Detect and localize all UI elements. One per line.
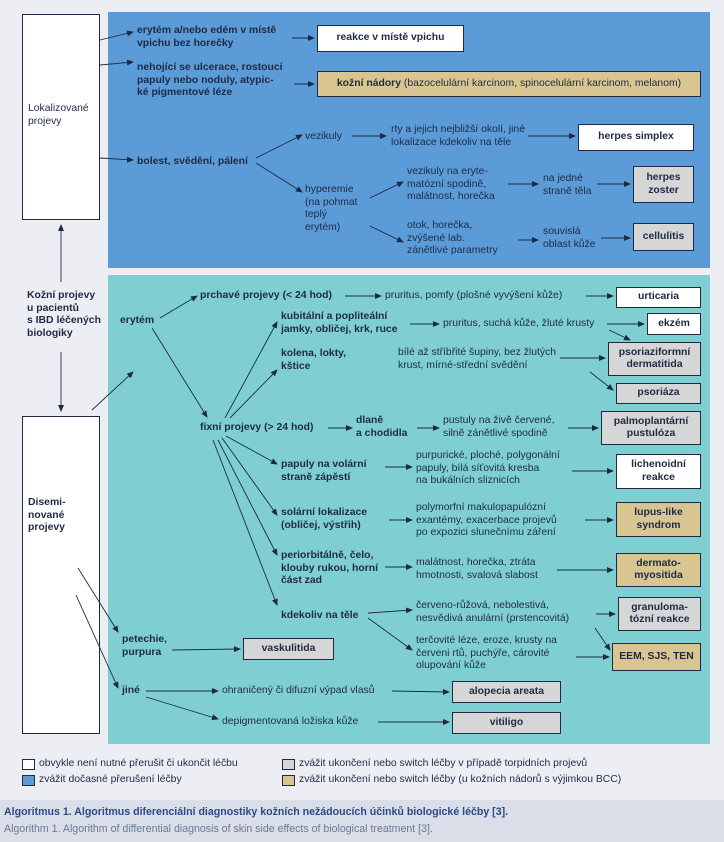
- arrow-other-depig: [145, 696, 219, 721]
- dis-transient: prchavé projevy (< 24 hod): [200, 290, 332, 301]
- disseminated-side-box: [22, 416, 100, 734]
- dis-depig: depigmentovaná ložiska kůže: [222, 716, 359, 727]
- loc-continuous: souvislá oblast kůže: [543, 226, 596, 250]
- box-herpes-zoster: herpes zoster: [633, 166, 694, 203]
- dis-solar-desc: polymorfní makulopapulózní exantémy, exa…: [416, 502, 557, 538]
- box-dermatomyositis: dermato- myositida: [616, 553, 701, 587]
- loc-pain-text: bolest, svědění, pálení: [137, 156, 248, 167]
- arrow-ery-transient: [159, 295, 198, 319]
- box-lupus: lupus-like syndrom: [616, 502, 701, 537]
- arrow-anywhere-desc1: [367, 607, 413, 614]
- loc-injection-text: erytém a/nebo edém v místě vpichu bez ho…: [137, 25, 277, 49]
- label-disseminated: Disemi- nované projevy: [28, 497, 66, 533]
- dis-anywhere-desc1: červeno-růžová, nebolestivá, nesvědivá a…: [416, 600, 570, 624]
- loc-hyp-desc1: vezikuly na eryte- matózní spodině, malá…: [407, 166, 495, 202]
- box-cellulitis: cellulitis: [633, 223, 694, 251]
- arrow-pain-hyperemia: [255, 162, 303, 193]
- box-eczema: ekzém: [647, 313, 701, 335]
- dis-flexural-desc: pruritus, suchá kůže, žluté krusty: [443, 318, 595, 329]
- arrow-fixed-knees: [229, 369, 278, 419]
- loc-vesicles-desc: rty a jejich nejbližší okolí, jiné lokal…: [391, 124, 525, 148]
- box-psoriasiform: psoriaziformní dermatitida: [608, 342, 701, 376]
- arrow-hyp-down: [369, 225, 404, 243]
- arrow-eczema-2: [608, 329, 631, 341]
- arrow-eem-1: [594, 627, 611, 651]
- dis-erythema: erytém: [120, 315, 155, 326]
- arrow-left-3: [99, 156, 134, 163]
- dis-periorbital: periorbitálně, čelo, klouby rukou, horní…: [281, 550, 378, 586]
- arrow-fixed-anywhere: [212, 439, 278, 606]
- label-center: Kožní projevy u pacientů s IBD léčených …: [27, 290, 101, 339]
- box-alopecia: alopecia areata: [452, 681, 561, 703]
- legend-white: obvykle není nutné přerušit či ukončit l…: [39, 758, 238, 769]
- arrow-left-1: [99, 30, 134, 41]
- legend-swatch-blue: [22, 775, 35, 786]
- arrow-anywhere-desc2: [367, 617, 413, 651]
- box-ppp: palmoplantární pustulóza: [601, 411, 701, 445]
- label-localized: Lokalizované projevy: [28, 103, 89, 127]
- dis-fixed: fixní projevy (> 24 hod): [200, 422, 314, 433]
- dis-anywhere-desc2: terčovité léze, eroze, krusty na červeni…: [416, 635, 557, 671]
- arrow-left-erythema: [91, 371, 134, 411]
- box-injection-reaction: reakce v místě vpichu: [317, 25, 464, 52]
- arrow-fixed-solar: [221, 437, 278, 516]
- arrow-fixed-periorbital: [217, 439, 278, 556]
- legend-blue: zvážit dočasné přerušení léčby: [39, 774, 182, 785]
- skin-tumors-rest: (bazocelulární karcinom, spinocelulární …: [401, 77, 682, 89]
- arrow-fixed-flexural: [224, 321, 278, 419]
- arrow-left-2: [99, 59, 134, 66]
- dis-other: jiné: [122, 685, 140, 696]
- dis-petechiae: petechie, purpura: [122, 634, 168, 658]
- dis-anywhere: kdekoliv na těle: [281, 610, 359, 621]
- arrow-pain-vesicles: [255, 134, 303, 159]
- arrow-vasculitis: [171, 646, 241, 653]
- legend-tan: zvážit ukončení nebo switch léčby (u kož…: [299, 774, 622, 785]
- loc-hyperemia-text: hyperemie (na pohmat teplý erytém): [305, 184, 358, 233]
- skin-tumors-bold: kožní nádory: [336, 77, 401, 89]
- dis-palms-desc: pustuly na živě červené, silně zánětlivé…: [443, 415, 555, 439]
- arrow-psoriasis: [589, 371, 614, 391]
- arrow-hyp-up: [369, 181, 404, 199]
- box-herpes-simplex: herpes simplex: [578, 124, 694, 151]
- arrow-left-other: [75, 594, 119, 689]
- dis-periorbital-desc: malátnost, horečka, ztráta hmotnosti, sv…: [416, 557, 538, 581]
- dis-flexural: kubitální a popliteální jamky, obličej, …: [281, 311, 398, 335]
- dis-palms: dlaně a chodidla: [356, 415, 408, 439]
- box-eem: EEM, SJS, TEN: [612, 643, 701, 671]
- arrow-ery-fixed: [151, 327, 208, 418]
- caption-title: Algoritmus 1. Algoritmus diferenciální d…: [4, 806, 509, 818]
- dis-hair: ohraničený či difuzní výpad vlasů: [222, 685, 375, 696]
- legend-swatch-tan: [282, 775, 295, 786]
- box-skin-tumors: kožní nádory (bazocelulární karcinom, sp…: [317, 71, 701, 97]
- dis-volar-desc: purpurické, ploché, polygonální papuly, …: [416, 450, 560, 486]
- box-vasculitis: vaskulitida: [243, 638, 334, 660]
- loc-hyp-desc2: otok, horečka, zvýšené lab. zánětlivé pa…: [407, 220, 498, 256]
- dis-volar: papuly na volární straně zápěstí: [281, 459, 367, 483]
- legend-swatch-gray: [282, 759, 295, 770]
- dis-knees: kolena, lokty, kštice: [281, 348, 347, 372]
- dis-knees-desc: bílé až stříbřité šupiny, bez žlutých kr…: [398, 347, 557, 371]
- box-vitiligo: vitiligo: [452, 712, 561, 734]
- dis-transient-desc: pruritus, pomfy (plošné vyvýšení kůže): [385, 290, 563, 301]
- loc-vesicles-text: vezikuly: [305, 131, 342, 142]
- box-psoriasis: psoriáza: [616, 383, 701, 404]
- dis-solar: solární lokalizace (obličej, výstřih): [281, 507, 368, 531]
- localized-side-box: [22, 14, 100, 220]
- arrow-fixed-volar: [225, 435, 278, 465]
- arrow-left-petechiae: [77, 567, 119, 633]
- legend-gray: zvážit ukončení nebo switch léčby v příp…: [299, 758, 588, 769]
- box-urticaria: urticaria: [616, 287, 701, 308]
- arrow-alopecia: [391, 688, 450, 695]
- box-granuloma: granuloma- tózní reakce: [618, 597, 701, 631]
- box-lichenoid: lichenoidní reakce: [616, 454, 701, 489]
- loc-lesion-text: nehojící se ulcerace, rostoucí papuly ne…: [137, 62, 283, 98]
- legend-swatch-white: [22, 759, 35, 770]
- caption-subtitle: Algorithm 1. Algorithm of differential d…: [4, 823, 433, 835]
- loc-one-side: na jedné straně těla: [543, 173, 592, 197]
- caption-bar: [0, 800, 724, 842]
